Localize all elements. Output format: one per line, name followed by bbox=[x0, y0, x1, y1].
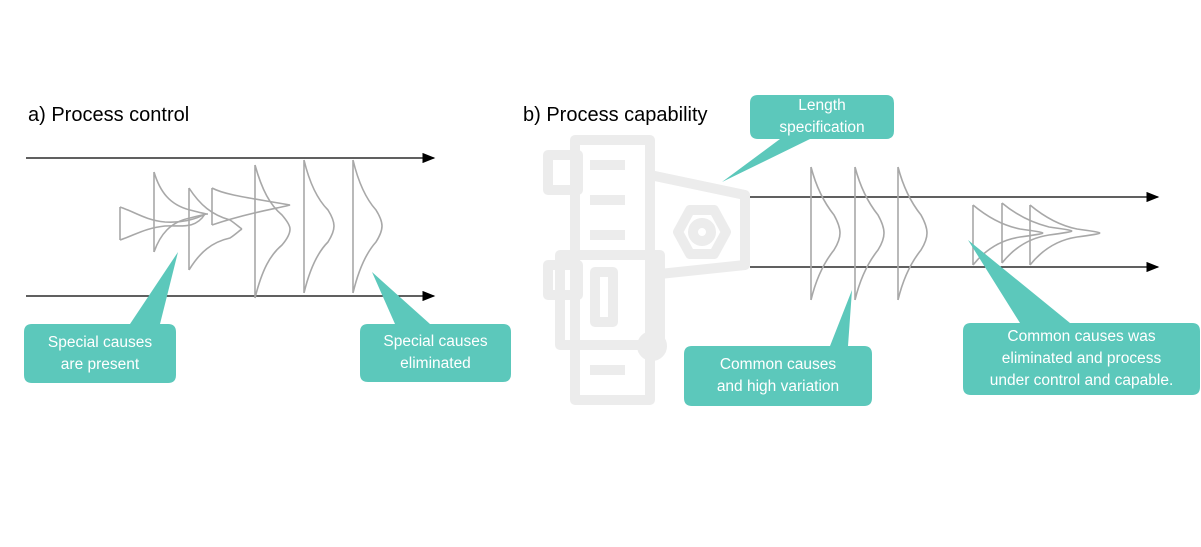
callout-special-eliminated bbox=[360, 272, 511, 382]
caliper-icon bbox=[543, 135, 750, 405]
distribution-curves-b-narrow bbox=[972, 202, 1101, 266]
callout-common-high bbox=[684, 290, 872, 406]
callout-special-present bbox=[24, 252, 178, 383]
distribution-curves-b-wide bbox=[810, 166, 928, 301]
distribution-curves-a bbox=[119, 159, 383, 299]
callout-length-specification bbox=[722, 95, 894, 182]
special-causes-eliminated-label: Special causes eliminated bbox=[383, 333, 488, 372]
common-causes-high-variation-label: Common causes and high variation bbox=[716, 356, 840, 395]
callout-common-eliminated bbox=[963, 240, 1200, 395]
special-causes-present-label: Special causes are present bbox=[47, 333, 153, 373]
length-specification-label: Length specification bbox=[779, 97, 865, 136]
common-causes-eliminated-label: Common causes was eliminated and process… bbox=[989, 328, 1174, 389]
panel-a-title: a) Process control bbox=[28, 104, 190, 126]
panel-b-title: b) Process capability bbox=[523, 104, 708, 126]
